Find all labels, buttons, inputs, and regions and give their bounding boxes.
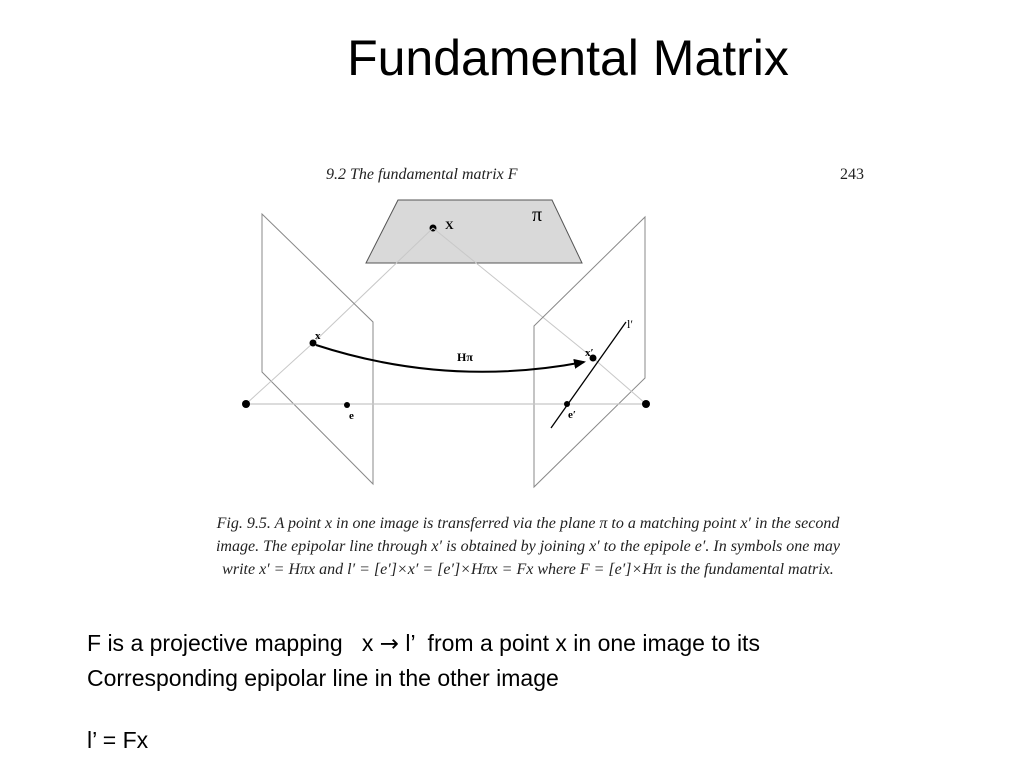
ray-X-to-x: [312, 227, 434, 344]
epipole-e-prime-label: e′: [568, 409, 576, 421]
point-X-label: X: [445, 218, 454, 232]
epipolar-line-l-prime: [550, 321, 627, 429]
ray-X-to-x-prime: [432, 227, 594, 359]
equation-line: l’ = Fx: [87, 727, 149, 753]
ray-C-prime-to-x-prime: [592, 357, 647, 405]
body-line-2: Corresponding epipolar line in the other…: [87, 665, 559, 691]
right-image-plane: [533, 215, 646, 489]
homography-arrow: [315, 344, 586, 373]
body-text: F is a projective mapping x → l’ from a …: [87, 626, 987, 757]
right-arrow-icon: →: [379, 631, 400, 657]
world-plane: [365, 199, 583, 264]
camera-center-right: [642, 400, 650, 408]
figure-caption-line-1: Fig. 9.5. A point x in one image is tran…: [216, 515, 841, 532]
body-line-1-end: l’ from a point x in one image to its: [399, 630, 760, 656]
plane-pi-label: π: [532, 204, 542, 226]
body-line-1-start: F is a projective mapping x: [87, 630, 380, 656]
camera-center-left: [242, 400, 250, 408]
slide-title: Fundamental Matrix: [347, 30, 789, 86]
body-line-1: F is a projective mapping x → l’ from a …: [87, 626, 987, 661]
epipole-e-prime: [564, 401, 570, 407]
figure-header-right: 243: [840, 166, 864, 183]
homography-label: Hπ: [457, 350, 473, 364]
figure-caption-line-3: write x′ = Hπx and l′ = [e′]×x′ = [e′]×H…: [222, 561, 834, 578]
line-l-prime-label: l′: [627, 317, 633, 331]
left-image-plane: [261, 212, 374, 486]
point-x: [309, 339, 317, 347]
figure-header-left: 9.2 The fundamental matrix F: [326, 166, 518, 183]
point-x-label: x: [315, 330, 321, 342]
epipole-e-label: e: [349, 410, 354, 422]
point-x-prime-label: x′: [585, 347, 594, 359]
epipole-e: [344, 402, 350, 408]
figure-caption-line-2: image. The epipolar line through x′ is o…: [216, 538, 841, 555]
point-x-prime: [589, 354, 597, 362]
ray-C-to-x: [245, 342, 314, 405]
